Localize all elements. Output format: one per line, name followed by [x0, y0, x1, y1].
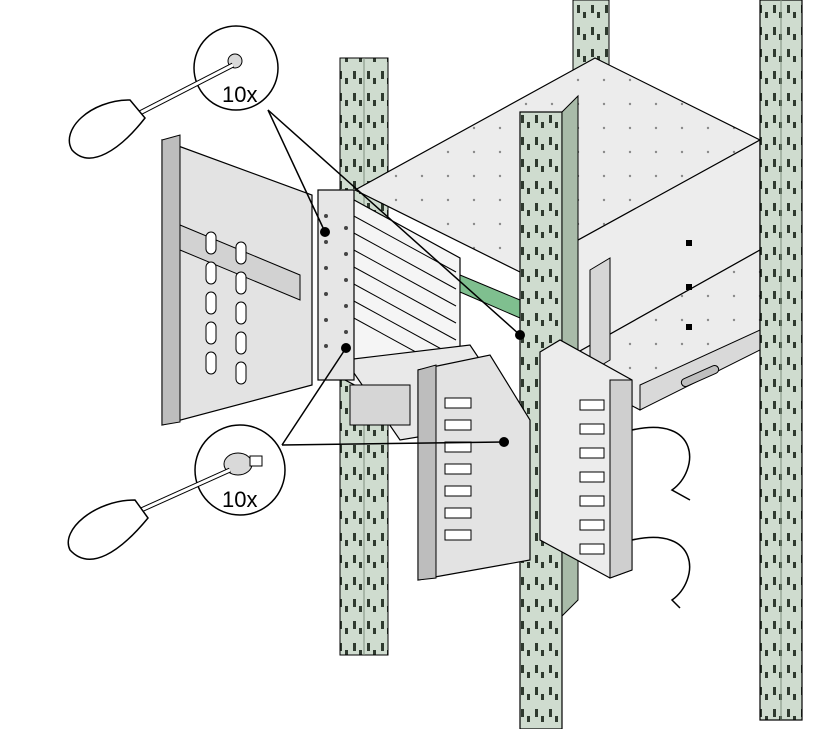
cable-bracket-left	[161, 134, 313, 426]
cable-bracket-right-rear	[417, 354, 531, 581]
screwdriver-icon	[68, 53, 243, 159]
cable-bracket-right-front	[539, 339, 691, 609]
rack-rail-far-right	[759, 0, 803, 721]
callout-leaders	[267, 109, 521, 446]
screwdriver-icon	[67, 452, 263, 560]
callout-bottom-label: 10x	[222, 487, 257, 512]
callout-top-label: 10x	[222, 82, 257, 107]
callout-top: 10x	[68, 25, 279, 159]
callout-bottom: 10x	[67, 424, 286, 560]
